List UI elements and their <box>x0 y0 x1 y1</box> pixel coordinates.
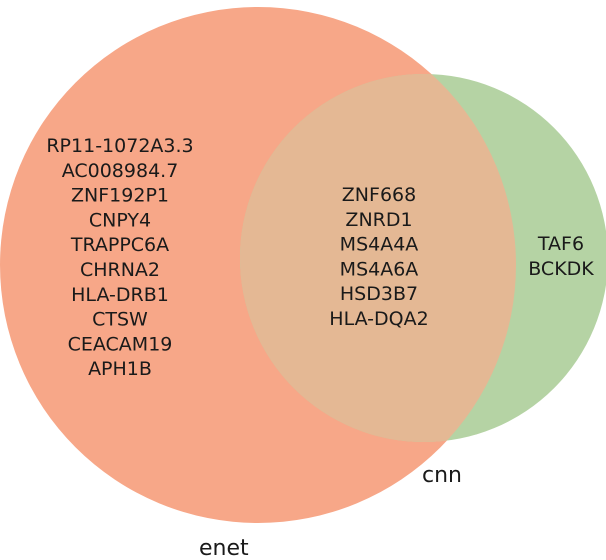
gene-label: ZNF668 <box>342 184 416 206</box>
gene-label: TRAPPC6A <box>70 234 169 256</box>
cnn-set-label: cnn <box>422 463 462 488</box>
gene-label: HLA-DQA2 <box>329 308 428 330</box>
enet-only-genes: RP11-1072A3.3AC008984.7ZNF192P1CNPY4TRAP… <box>46 135 193 380</box>
gene-label: CTSW <box>92 309 148 331</box>
gene-label: APH1B <box>88 358 152 380</box>
gene-label: TAF6 <box>537 233 584 255</box>
gene-label: AC008984.7 <box>62 160 179 182</box>
gene-label: MS4A4A <box>340 234 419 256</box>
gene-label: BCKDK <box>528 258 594 280</box>
gene-label: CEACAM19 <box>68 333 173 355</box>
gene-label: MS4A6A <box>340 258 419 280</box>
gene-label: CHRNA2 <box>80 259 160 281</box>
gene-label: ZNRD1 <box>345 209 412 231</box>
overlap-region <box>240 74 516 442</box>
gene-label: CNPY4 <box>89 209 151 231</box>
gene-label: ZNF192P1 <box>71 185 169 207</box>
enet-set-label: enet <box>199 536 249 560</box>
gene-label: RP11-1072A3.3 <box>46 135 193 157</box>
gene-label: HLA-DRB1 <box>71 284 169 306</box>
gene-label: HSD3B7 <box>340 283 418 305</box>
